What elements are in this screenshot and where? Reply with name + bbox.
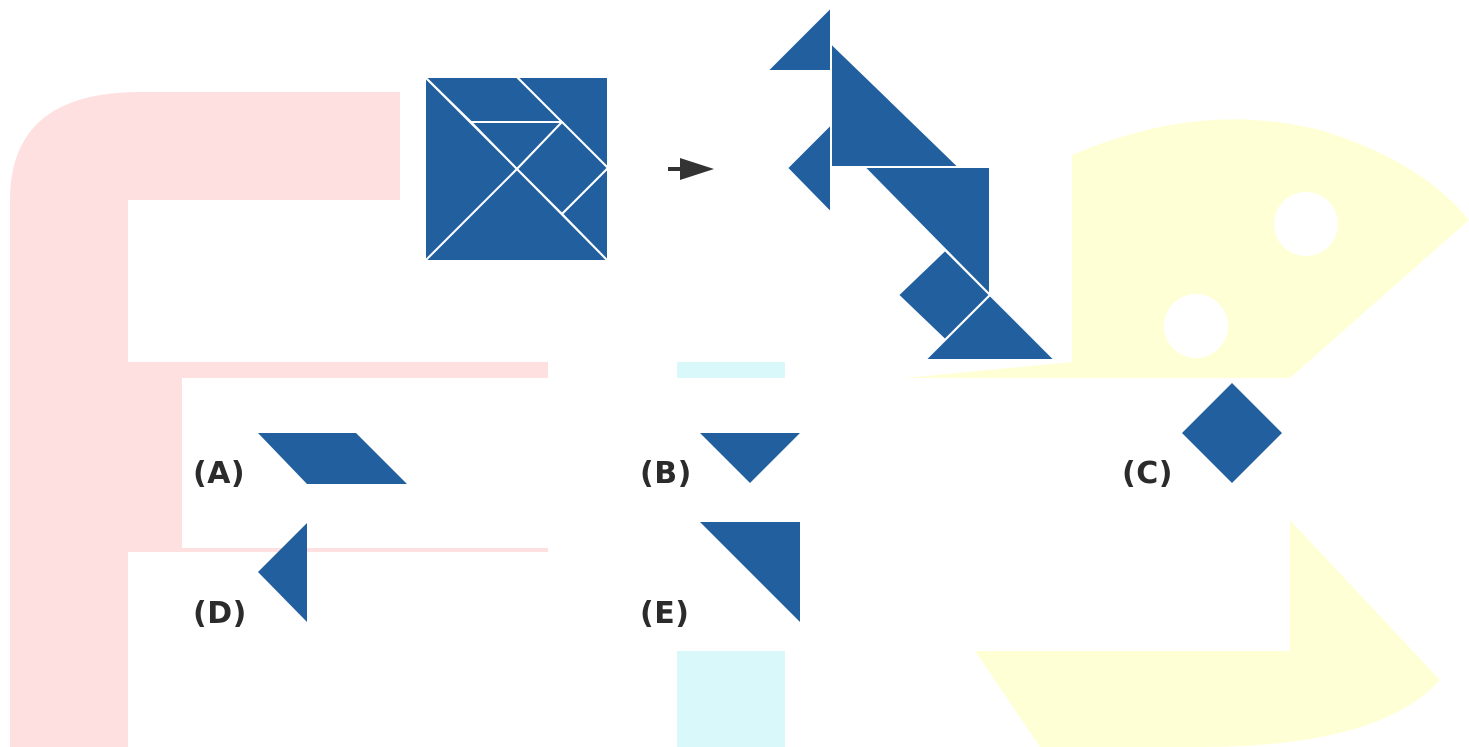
option-a-shape[interactable] bbox=[258, 433, 407, 484]
watermark-yellow-jaw bbox=[975, 520, 1440, 747]
option-c-shape[interactable] bbox=[1182, 383, 1282, 483]
watermark-cyan-bottom bbox=[677, 651, 785, 747]
watermark-logo bbox=[10, 92, 1469, 747]
option-c-label[interactable]: (C) bbox=[1122, 456, 1173, 491]
watermark-yellow-head bbox=[905, 119, 1469, 379]
watermark-eye-2 bbox=[1164, 294, 1228, 358]
option-e-label[interactable]: (E) bbox=[640, 596, 690, 631]
option-a-label[interactable]: (A) bbox=[193, 456, 246, 491]
option-e-shape[interactable] bbox=[700, 522, 800, 622]
option-d-label[interactable]: (D) bbox=[193, 596, 247, 631]
bird-wing-small-triangle bbox=[786, 123, 832, 214]
option-b-label[interactable]: (B) bbox=[640, 456, 692, 491]
tangram-piece-right-small-triangle bbox=[561, 167, 609, 262]
option-d-shape[interactable] bbox=[258, 523, 307, 622]
option-b-shape[interactable] bbox=[700, 433, 800, 483]
tangram-square bbox=[424, 76, 609, 262]
bird-head-triangle bbox=[766, 6, 832, 72]
watermark-pink-arch bbox=[10, 92, 400, 747]
watermark-eye-1 bbox=[1274, 192, 1338, 256]
bird-tail-triangle bbox=[924, 294, 1056, 361]
watermark-cyan-top bbox=[677, 362, 785, 378]
bird-shape bbox=[766, 6, 1056, 361]
arrow-right-icon bbox=[668, 158, 714, 180]
watermark-pink-mask bbox=[182, 378, 702, 548]
bird-body-large-triangle bbox=[830, 42, 960, 168]
